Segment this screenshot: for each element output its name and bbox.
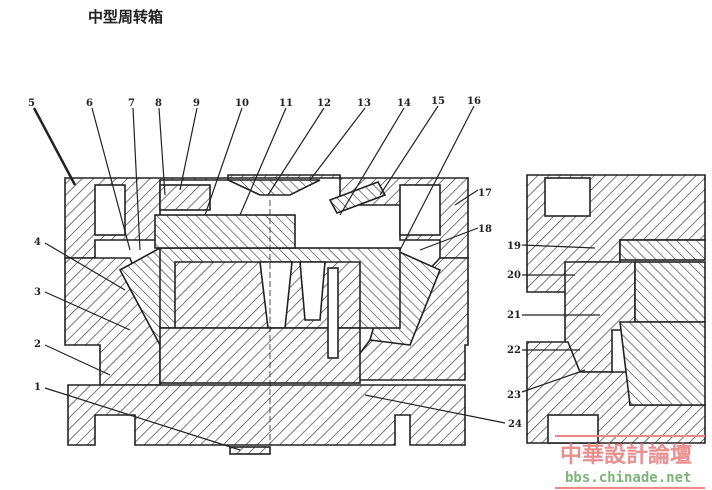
callout: 4 xyxy=(34,237,41,248)
side-section-view xyxy=(526,174,706,444)
support-plate xyxy=(159,327,361,384)
callout: 6 xyxy=(86,98,93,109)
drawing-title: 中型周转箱 xyxy=(88,8,164,26)
bottom-clamp-plate xyxy=(67,384,466,446)
callout: 12 xyxy=(317,98,331,109)
callout: 14 xyxy=(397,98,411,109)
callout: 21 xyxy=(507,310,521,321)
callout: 11 xyxy=(279,98,293,109)
callout: 19 xyxy=(507,241,521,252)
callout: 20 xyxy=(507,270,521,281)
callout: 24 xyxy=(508,419,522,430)
main-section-view xyxy=(64,174,469,455)
callout: 13 xyxy=(357,98,371,109)
callout: 9 xyxy=(193,98,200,109)
callout: 10 xyxy=(235,98,249,109)
callout: 23 xyxy=(507,390,521,401)
callout: 17 xyxy=(478,188,492,199)
callout-labels: 5 6 7 8 9 10 11 12 13 14 15 16 17 18 4 3… xyxy=(28,96,522,430)
callout: 8 xyxy=(155,98,162,109)
callout: 3 xyxy=(34,287,41,298)
callout: 1 xyxy=(34,382,41,393)
leader-lines xyxy=(32,105,600,451)
watermark-cn: 中華設計論壇 xyxy=(560,442,692,468)
callout: 7 xyxy=(128,98,135,109)
callout: 22 xyxy=(507,345,521,356)
callout: 18 xyxy=(478,224,492,235)
callout: 2 xyxy=(34,339,41,350)
watermark: 中華設計論壇 bbs.chinade.net xyxy=(555,435,705,489)
callout: 5 xyxy=(28,98,35,109)
callout: 15 xyxy=(431,96,445,107)
callout: 16 xyxy=(467,96,481,107)
watermark-url: bbs.chinade.net xyxy=(565,470,691,486)
